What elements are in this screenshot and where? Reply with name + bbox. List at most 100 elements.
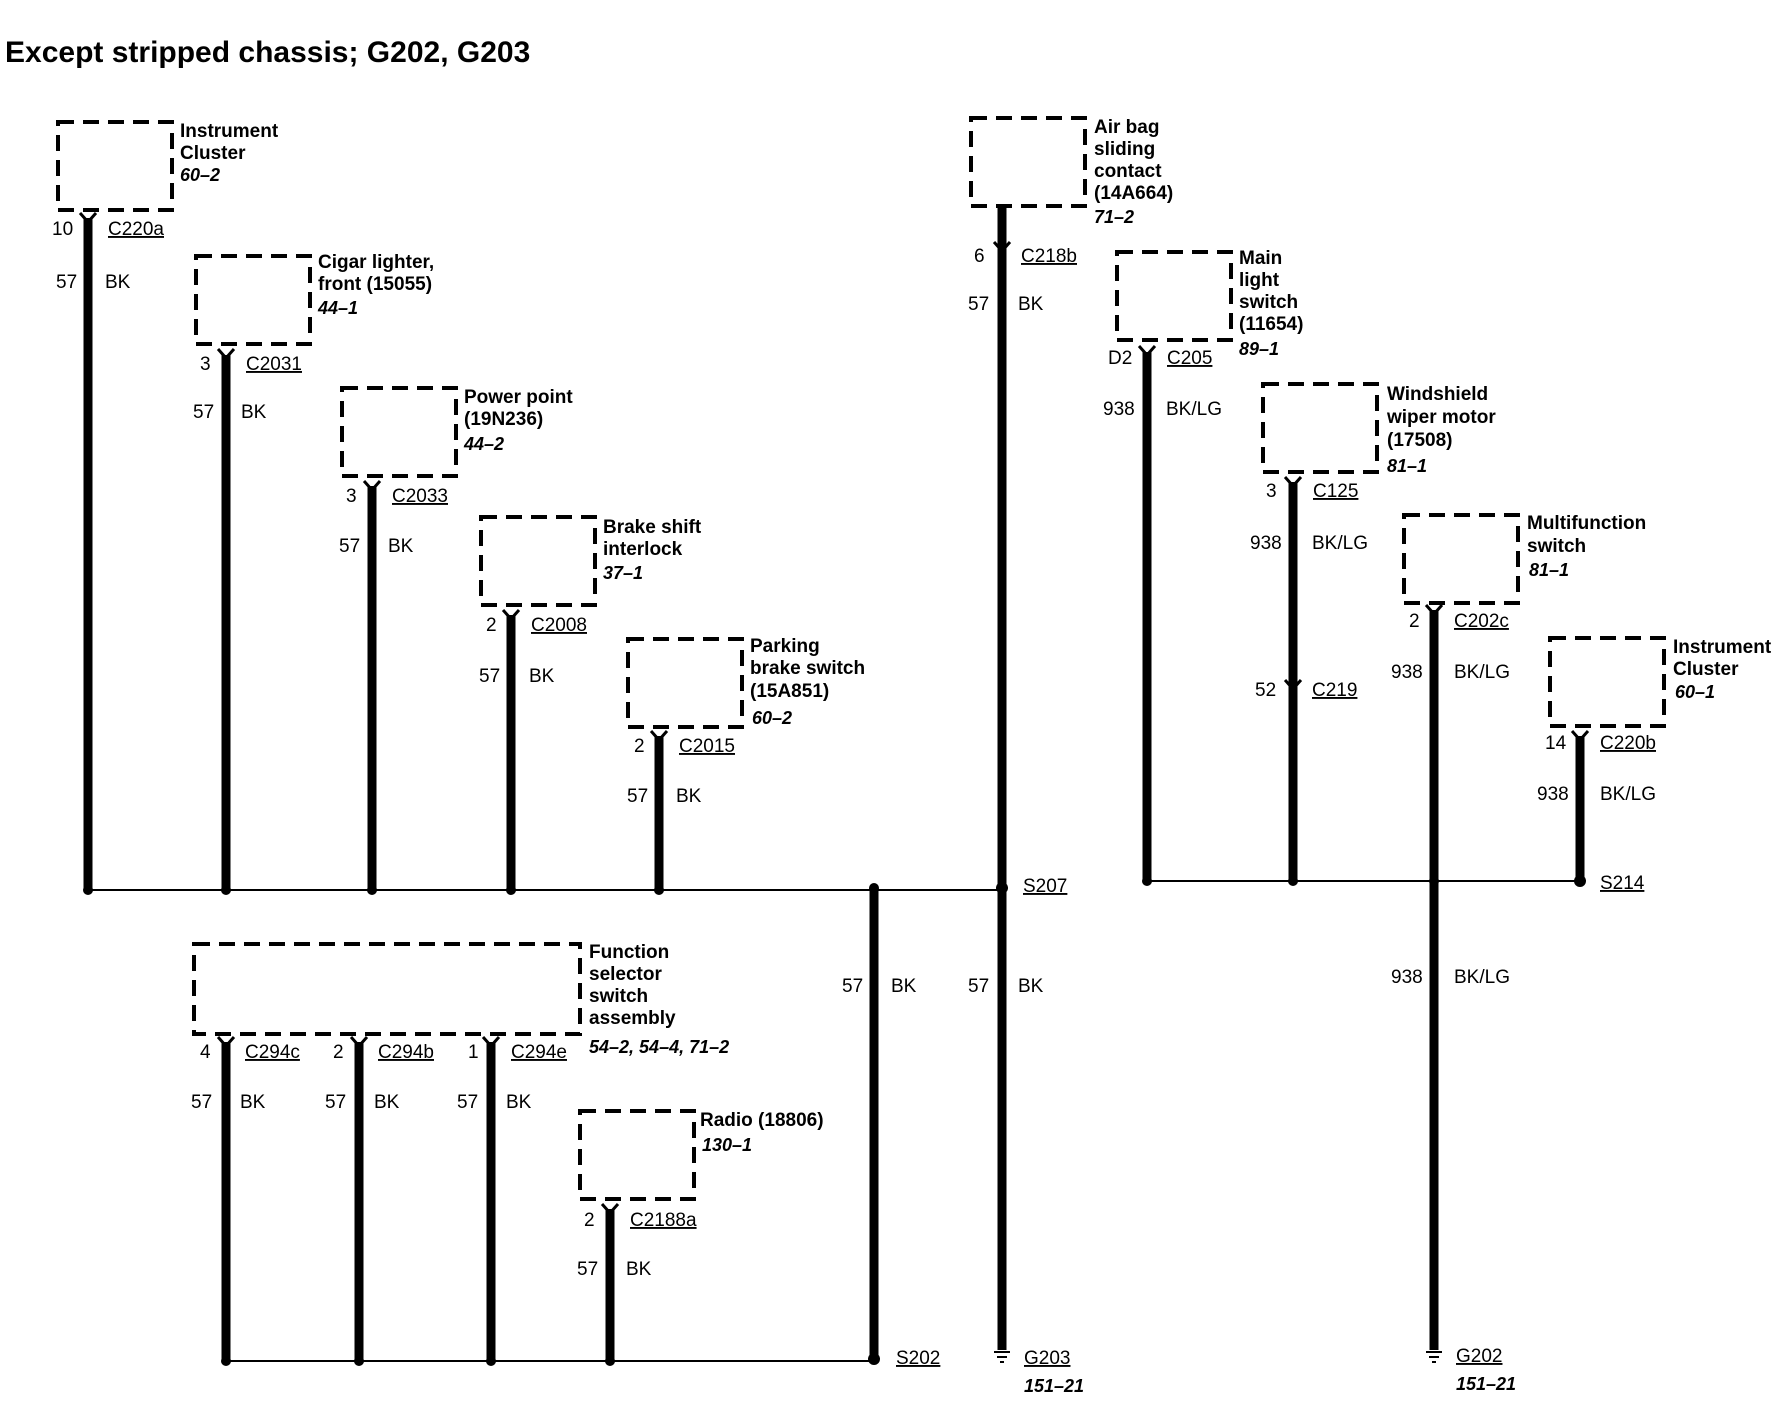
pin-c2008: 2 bbox=[486, 615, 497, 636]
ground-g203-label: G203 bbox=[1024, 1348, 1070, 1369]
cigar-lighter-box bbox=[194, 254, 312, 346]
pin-c294b: 2 bbox=[333, 1042, 344, 1063]
connector-c294e-label: C294e bbox=[511, 1042, 567, 1063]
pin-c219: 52 bbox=[1255, 680, 1276, 701]
pin-c2031: 3 bbox=[200, 354, 211, 375]
connector-c294b-label: C294b bbox=[378, 1042, 434, 1063]
pin-c2033: 3 bbox=[346, 486, 357, 507]
wire-color: BK/LG bbox=[1454, 967, 1510, 988]
splice-dot bbox=[83, 885, 93, 895]
connector-c205-icon bbox=[1137, 345, 1157, 358]
splice-dot bbox=[221, 1356, 231, 1366]
brake-shift-interlock-label: Brake shift interlock bbox=[603, 517, 706, 560]
splice-s207-label: S207 bbox=[1023, 876, 1067, 897]
wire-circuit: 57 bbox=[325, 1092, 346, 1113]
wire-color: BK bbox=[374, 1092, 400, 1113]
splice-s214-dot bbox=[1574, 875, 1586, 887]
splice-s214-label: S214 bbox=[1600, 873, 1645, 894]
ground-g202-ref: 151–21 bbox=[1456, 1374, 1516, 1394]
instrument-cluster-2-label: Instrument Cluster bbox=[1673, 637, 1776, 680]
wire-color: BK bbox=[891, 976, 917, 997]
radio-ref: 130–1 bbox=[702, 1135, 752, 1155]
wire-circuit: 938 bbox=[1103, 399, 1135, 420]
connector-c2188a-label: C2188a bbox=[630, 1210, 697, 1231]
connector-c220b-label: C220b bbox=[1600, 733, 1656, 754]
connector-c2015-label: C2015 bbox=[679, 736, 735, 757]
power-point-ref: 44–2 bbox=[463, 434, 504, 454]
instrument-cluster-2-box bbox=[1548, 636, 1666, 728]
wire-circuit: 57 bbox=[577, 1259, 598, 1280]
pin-c205: D2 bbox=[1108, 348, 1132, 369]
wire-circuit: 57 bbox=[191, 1092, 212, 1113]
wire-color: BK/LG bbox=[1166, 399, 1222, 420]
cigar-lighter-label: Cigar lighter, front (15055) bbox=[318, 252, 439, 295]
pin-c220b: 14 bbox=[1545, 733, 1567, 754]
connector-c219-icon bbox=[1283, 679, 1303, 692]
connector-c220b-icon bbox=[1570, 730, 1590, 743]
wire-circuit: 57 bbox=[842, 976, 863, 997]
main-light-switch-label: Main light switch (11654) bbox=[1239, 248, 1303, 335]
wire-color: BK bbox=[676, 786, 702, 807]
wire-color: BK bbox=[388, 536, 414, 557]
connector-c294e-icon bbox=[481, 1036, 501, 1049]
splice-s202-label: S202 bbox=[896, 1348, 940, 1369]
instrument-cluster-box bbox=[56, 120, 174, 212]
connector-c2008-label: C2008 bbox=[531, 615, 587, 636]
wire-color: BK bbox=[506, 1092, 532, 1113]
wire-color: BK bbox=[105, 272, 131, 293]
splice-dot bbox=[1429, 876, 1439, 886]
connector-c294c-label: C294c bbox=[245, 1042, 300, 1063]
connector-c202c-icon bbox=[1424, 604, 1444, 617]
connector-c2033-label: C2033 bbox=[392, 486, 448, 507]
wire-color: BK bbox=[1018, 294, 1044, 315]
ground-g202-icon bbox=[1426, 1351, 1442, 1363]
wire-circuit: 938 bbox=[1250, 533, 1282, 554]
splice-dot bbox=[367, 885, 377, 895]
wire-color: BK/LG bbox=[1312, 533, 1368, 554]
main-light-switch-ref: 89–1 bbox=[1239, 339, 1279, 359]
wire-color: BK/LG bbox=[1454, 662, 1510, 683]
connector-c218b-label: C218b bbox=[1021, 246, 1077, 267]
pin-c220a: 10 bbox=[52, 219, 73, 240]
splice-dot bbox=[869, 883, 879, 893]
connector-c294b-icon bbox=[349, 1036, 369, 1049]
power-point-box bbox=[340, 386, 458, 478]
connector-c220a-icon bbox=[78, 212, 98, 225]
multifunction-switch-box bbox=[1402, 513, 1520, 605]
ground-g202-label: G202 bbox=[1456, 1346, 1502, 1367]
pin-c2015: 2 bbox=[634, 736, 645, 757]
connector-c219-label: C219 bbox=[1312, 680, 1357, 701]
pin-c294e: 1 bbox=[468, 1042, 479, 1063]
splice-s207-dot bbox=[996, 882, 1008, 894]
splice-dot bbox=[506, 885, 516, 895]
wire-label-group: 57 BK 57 BK 57 BK 57 BK 57 BK 57 BK 57 B… bbox=[56, 272, 1656, 1280]
instrument-cluster-ref: 60–2 bbox=[180, 165, 220, 185]
wire-circuit: 57 bbox=[56, 272, 77, 293]
wire-color: BK bbox=[529, 666, 555, 687]
wire-circuit: 938 bbox=[1391, 967, 1423, 988]
parking-brake-switch-box bbox=[626, 637, 744, 729]
brake-shift-interlock-ref: 37–1 bbox=[603, 563, 643, 583]
splice-dot bbox=[1142, 876, 1152, 886]
main-light-switch-box bbox=[1115, 250, 1233, 342]
pin-c2188a: 2 bbox=[584, 1210, 595, 1231]
parking-brake-switch-ref: 60–2 bbox=[752, 708, 792, 728]
ground-g203-ref: 151–21 bbox=[1024, 1376, 1084, 1396]
connector-c125-icon bbox=[1283, 476, 1303, 489]
pin-c125: 3 bbox=[1266, 481, 1277, 502]
wire-circuit: 57 bbox=[339, 536, 360, 557]
connector-c205-label: C205 bbox=[1167, 348, 1212, 369]
function-selector-switch-box bbox=[192, 942, 582, 1036]
splice-dot bbox=[354, 1356, 364, 1366]
connector-c2031-label: C2031 bbox=[246, 354, 302, 375]
wire-color: BK bbox=[1018, 976, 1044, 997]
connector-c2031-icon bbox=[216, 348, 236, 361]
radio-box bbox=[578, 1109, 696, 1201]
connector-c2188a-icon bbox=[600, 1203, 620, 1216]
radio-label: Radio (18806) bbox=[700, 1110, 824, 1131]
parking-brake-switch-label: Parking brake switch (15A851) bbox=[750, 636, 870, 702]
pin-c294c: 4 bbox=[200, 1042, 211, 1063]
wire-color: BK bbox=[241, 402, 267, 423]
connector-c294c-icon bbox=[216, 1036, 236, 1049]
